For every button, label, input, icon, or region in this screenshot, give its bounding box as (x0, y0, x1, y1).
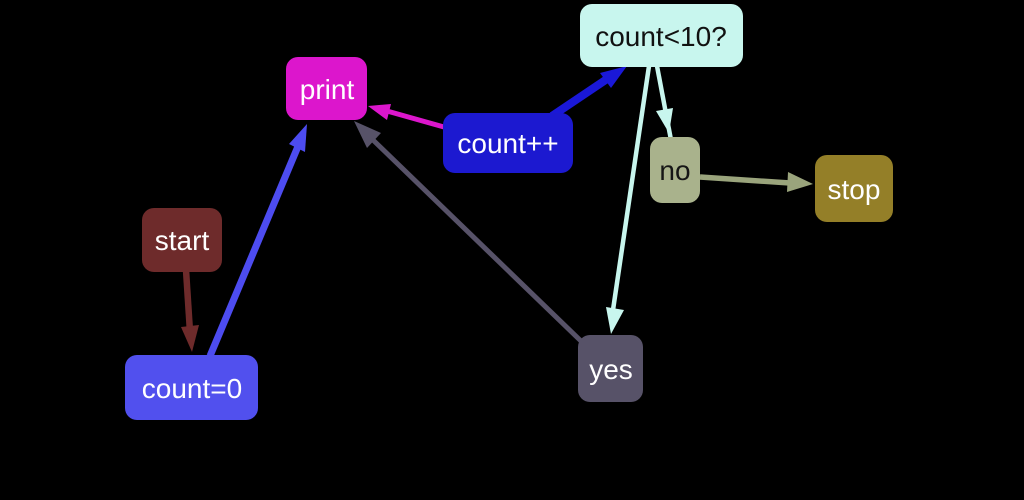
node-count-init[interactable]: count=0 (125, 355, 258, 420)
arrowhead (787, 172, 813, 192)
arrowhead (600, 66, 627, 88)
node-label: no (659, 155, 690, 186)
node-box (580, 4, 743, 67)
node-label: count++ (457, 128, 558, 159)
edge-count-increment-to-count-check (549, 66, 627, 120)
edge-yes-to-print (354, 121, 584, 344)
node-box (650, 137, 700, 203)
edge-count-check-to-no (654, 65, 674, 141)
arrowhead (354, 121, 381, 148)
node-label: print (300, 74, 355, 105)
edge-start-to-count-init (181, 269, 199, 352)
node-count-increment[interactable]: count++ (443, 113, 573, 173)
node-label: start (155, 225, 210, 256)
edge-no-to-stop (699, 172, 813, 192)
edge-line (549, 75, 610, 120)
node-box (286, 57, 367, 120)
node-box (815, 155, 893, 222)
arrowhead (289, 124, 307, 152)
node-stop[interactable]: stop (815, 155, 893, 222)
node-box (443, 113, 573, 173)
edge-count-init-to-print (206, 124, 307, 358)
node-box (578, 335, 643, 402)
arrowhead (181, 325, 199, 352)
node-label: count<10? (595, 21, 727, 52)
edge-count-check-to-yes (606, 65, 652, 334)
arrowhead (368, 104, 391, 120)
edge-line (206, 142, 303, 358)
arrowhead (606, 307, 624, 334)
edge-line (370, 137, 584, 344)
node-print[interactable]: print (286, 57, 367, 120)
node-label: yes (589, 354, 633, 385)
arrowhead (656, 108, 673, 133)
node-count-check[interactable]: count<10? (580, 4, 743, 67)
node-label: stop (828, 174, 881, 205)
node-box (125, 355, 258, 420)
node-no[interactable]: no (650, 137, 700, 203)
node-start[interactable]: start (142, 208, 222, 272)
edge-line (699, 174, 791, 186)
edge-line (610, 65, 652, 311)
node-label: count=0 (142, 373, 242, 404)
edge-line (182, 269, 194, 333)
edge-count-increment-to-print (368, 104, 445, 130)
node-box (142, 208, 222, 272)
node-yes[interactable]: yes (578, 335, 643, 402)
edge-line (386, 108, 445, 130)
